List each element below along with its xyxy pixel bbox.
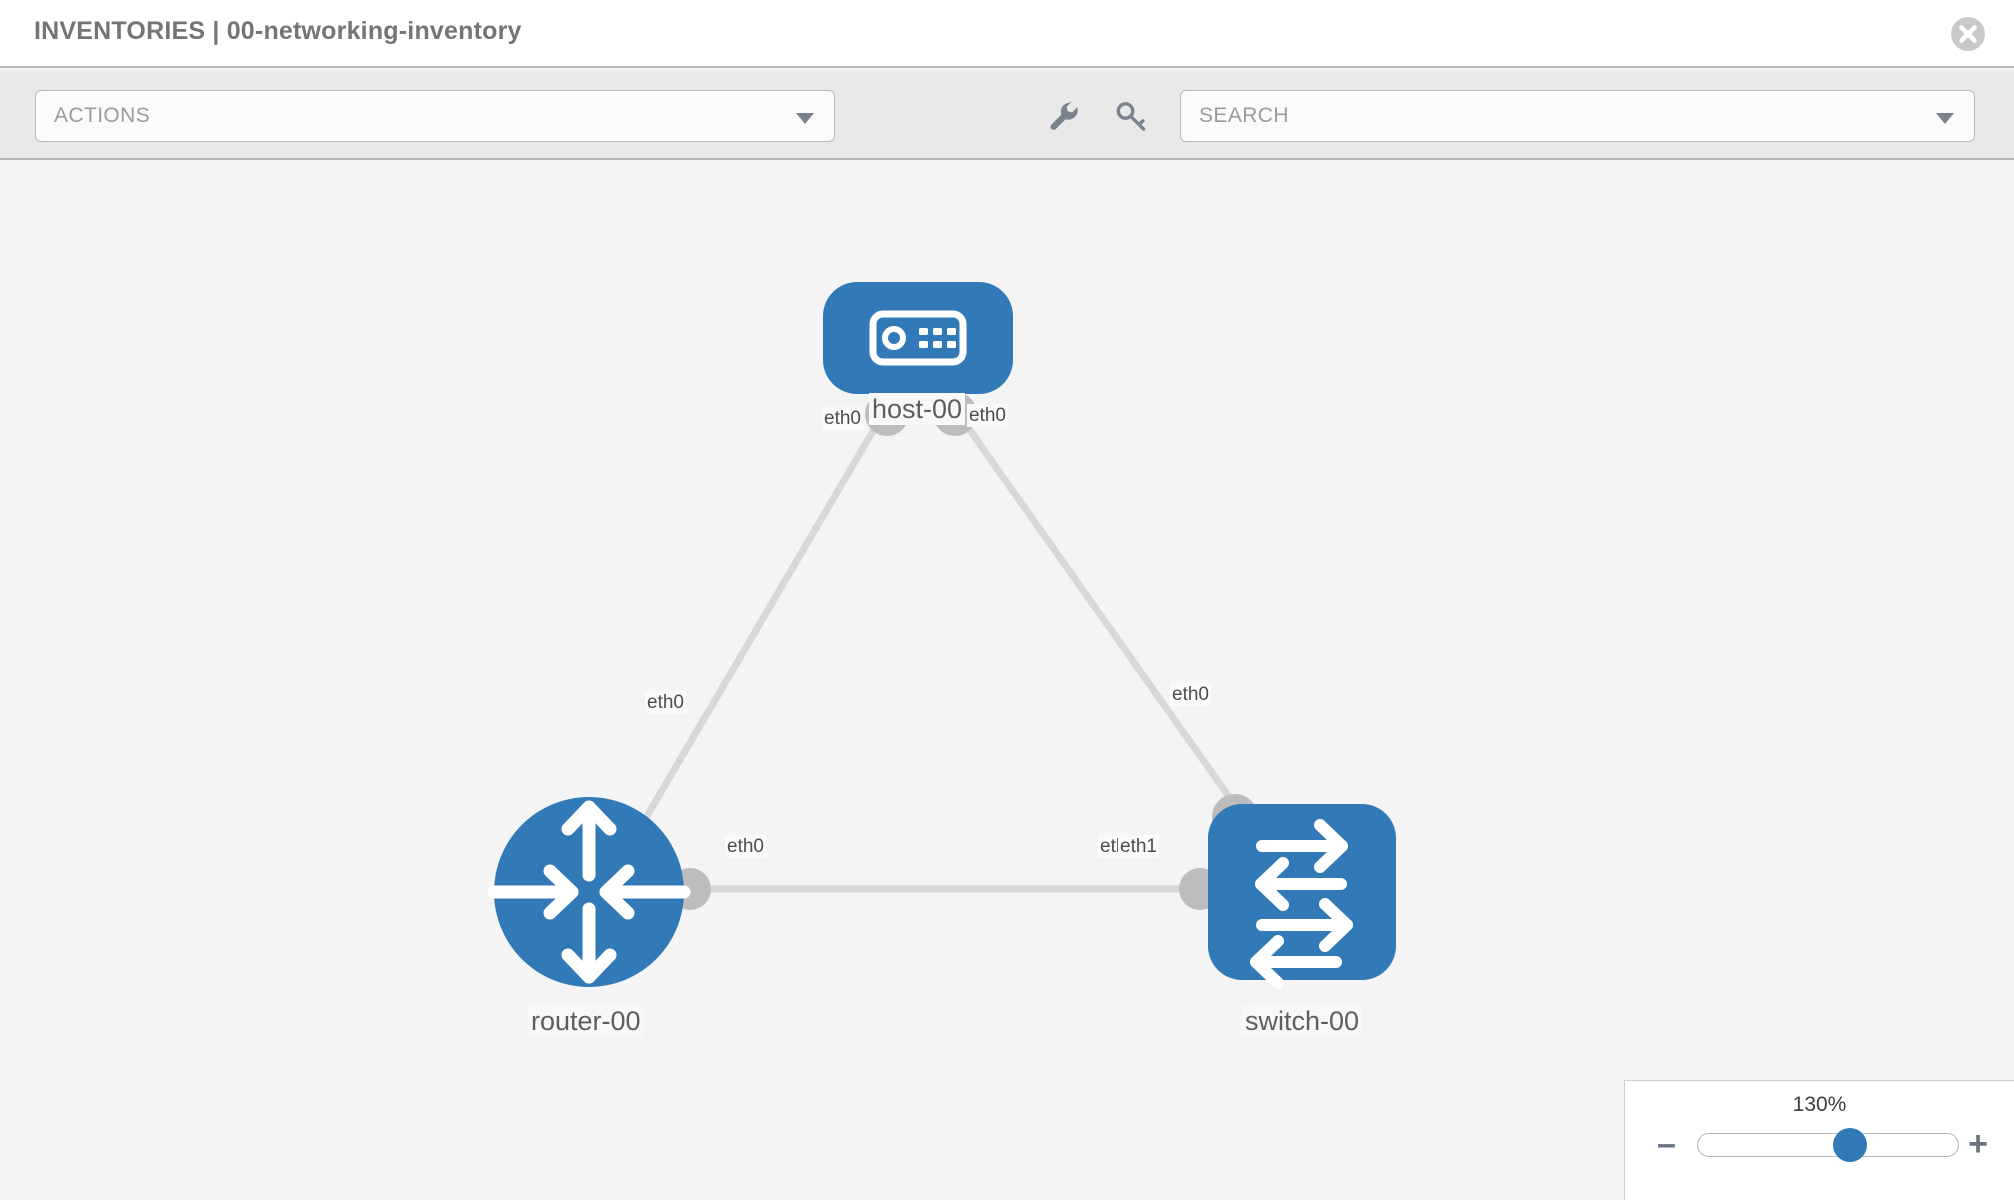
toolbar: ACTIONS SEARCH [0, 70, 2014, 160]
topology-canvas[interactable]: host-00 router-00 switch-00 eth0 eth0 et… [0, 162, 2014, 1200]
topology-links [616, 398, 1279, 893]
zoom-in-button[interactable]: + [1968, 1125, 1988, 1163]
node-label-switch-00: switch-00 [1242, 1005, 1363, 1037]
close-icon[interactable] [1950, 16, 1986, 52]
node-label-router-00: router-00 [528, 1005, 644, 1037]
iface-label-router-right: eth0 [725, 835, 766, 858]
zoom-control: 130% – + [1624, 1080, 2014, 1200]
iface-label-switch-upper: eth0 [1170, 683, 1211, 706]
search-input[interactable]: SEARCH [1180, 90, 1975, 142]
topology-graph [487, 282, 1396, 989]
zoom-slider-thumb[interactable] [1832, 1128, 1867, 1162]
page-title: INVENTORIES | 00-networking-inventory [34, 17, 522, 45]
node-host-00[interactable] [823, 282, 1013, 394]
actions-dropdown-label: ACTIONS [54, 104, 151, 127]
actions-dropdown[interactable]: ACTIONS [35, 90, 835, 142]
node-label-host-00: host-00 [869, 393, 966, 425]
iface-label-host-left: eth0 [822, 407, 863, 430]
chevron-down-icon [1936, 113, 1954, 124]
link-host-switch [946, 398, 1279, 866]
zoom-percent-label: 130% [1792, 1093, 1847, 1116]
node-switch-00[interactable] [1208, 804, 1396, 989]
search-placeholder: SEARCH [1199, 104, 1289, 127]
link-host-router [616, 398, 894, 866]
page-header: INVENTORIES | 00-networking-inventory [0, 0, 2014, 68]
iface-label-host-right: eth0 [967, 404, 1008, 427]
node-router-00[interactable] [487, 797, 691, 987]
key-icon[interactable] [1112, 98, 1150, 136]
zoom-slider-track[interactable] [1697, 1128, 1959, 1162]
wrench-icon[interactable] [1044, 98, 1082, 136]
zoom-out-button[interactable]: – [1657, 1125, 1676, 1163]
topology-connectors [669, 392, 1258, 910]
iface-label-switch-left: eth1 [1118, 835, 1159, 858]
iface-label-router-upper: eth0 [645, 691, 686, 714]
chevron-down-icon [796, 113, 814, 124]
